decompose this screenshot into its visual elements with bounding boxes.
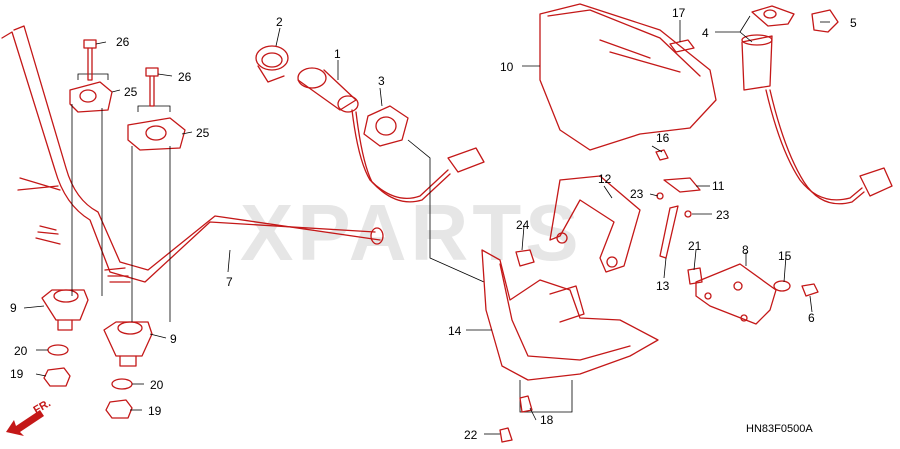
grommet-24	[515, 249, 535, 267]
callout-25-b: 25	[196, 126, 210, 140]
screw-18	[519, 395, 533, 413]
callout-5: 5	[850, 16, 857, 30]
bolt-26-left	[83, 39, 97, 81]
bolt-6	[801, 283, 819, 297]
callout-15: 15	[778, 249, 792, 263]
handlebar	[1, 25, 384, 283]
washer-20-right	[111, 378, 133, 390]
callout-19-b: 19	[148, 404, 162, 418]
callout-12: 12	[598, 172, 612, 186]
meter-visor-10	[539, 3, 717, 151]
collar-15	[773, 280, 791, 292]
socket-4	[741, 5, 893, 205]
callout-26-b: 26	[178, 70, 192, 84]
callout-3: 3	[378, 74, 385, 88]
rod-13	[659, 205, 679, 259]
callout-23-b: 23	[716, 208, 730, 222]
cap-5	[811, 9, 839, 33]
leader-lines	[23, 15, 830, 435]
callout-25-a: 25	[124, 85, 138, 99]
callout-14: 14	[448, 324, 462, 338]
callout-24: 24	[516, 218, 530, 232]
screw-23-b	[684, 210, 692, 218]
callout-8: 8	[742, 243, 749, 257]
callout-23-a: 23	[630, 187, 644, 201]
switch-1	[297, 67, 485, 203]
upper-holder-right	[127, 105, 186, 151]
stay-12	[549, 175, 641, 273]
cowl-14	[481, 249, 659, 381]
clip-17	[669, 39, 695, 53]
upper-holder-left	[69, 73, 113, 113]
lower-holder-left	[41, 289, 89, 331]
callout-10: 10	[500, 60, 514, 74]
callout-20-a: 20	[14, 344, 28, 358]
clip-16	[655, 149, 669, 161]
bolt-26-right	[145, 67, 159, 107]
nut-19-left	[43, 367, 71, 387]
callout-7: 7	[226, 275, 233, 289]
callout-21: 21	[688, 239, 702, 253]
callout-9-a: 9	[10, 301, 17, 315]
callout-labels: 26 25 26 25 9 9 20 19 20 19 7 2 1 3 10 1…	[10, 6, 857, 442]
ring-nut-3	[363, 105, 409, 147]
plate-8	[695, 263, 777, 325]
washer-20-left	[47, 344, 69, 356]
callout-4: 4	[702, 26, 709, 40]
callout-17: 17	[672, 6, 686, 20]
callout-11: 11	[712, 179, 725, 193]
svg-text:FR.: FR.	[32, 397, 53, 416]
bracket-11	[663, 177, 701, 193]
callout-22: 22	[464, 428, 478, 442]
callout-20-b: 20	[150, 378, 164, 392]
switch-cap-2	[255, 45, 289, 83]
lower-holder-right	[103, 321, 153, 367]
watermark: XPARTS	[240, 188, 583, 277]
nut-19-right	[105, 399, 133, 419]
callout-19-a: 19	[10, 367, 24, 381]
front-direction-arrow: FR.	[6, 397, 53, 436]
callout-18: 18	[540, 413, 554, 427]
callout-13: 13	[656, 279, 670, 293]
bolt-22	[499, 427, 513, 443]
grommet-21	[687, 267, 703, 285]
callout-6: 6	[808, 311, 815, 325]
callout-26-a: 26	[116, 35, 130, 49]
callout-1: 1	[334, 47, 341, 61]
callout-16: 16	[656, 131, 670, 145]
callout-2: 2	[276, 15, 283, 29]
diagram-code: HN83F0500A	[746, 423, 813, 435]
callout-9-b: 9	[170, 332, 177, 346]
